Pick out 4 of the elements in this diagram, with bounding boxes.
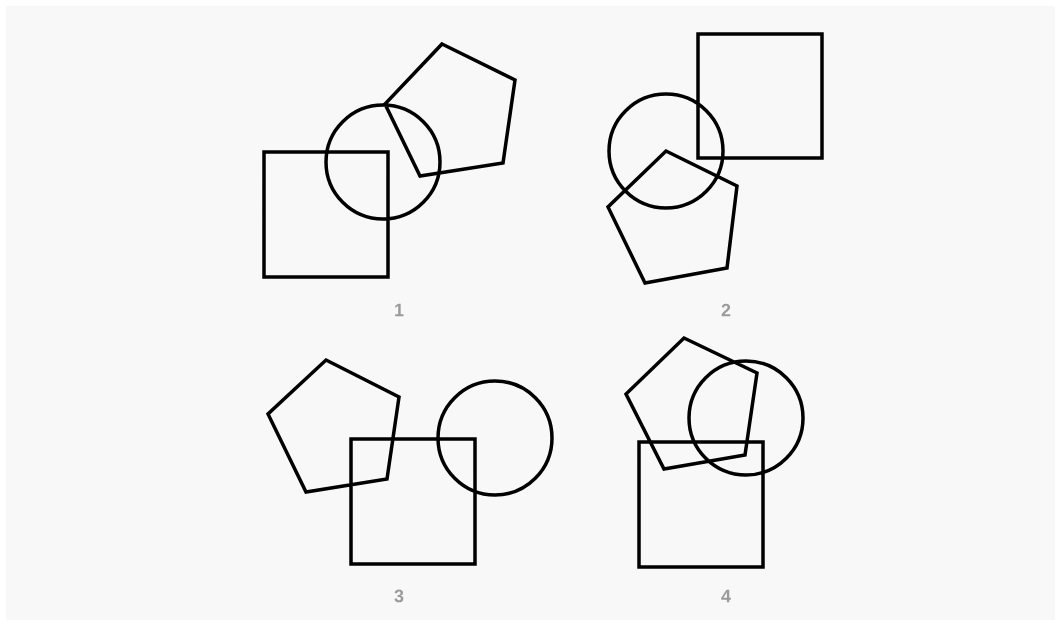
figure-number: 4 [721,589,731,603]
figure-number: 2 [721,303,731,317]
figure-number: 3 [394,589,404,603]
figure-number: 1 [395,303,404,317]
